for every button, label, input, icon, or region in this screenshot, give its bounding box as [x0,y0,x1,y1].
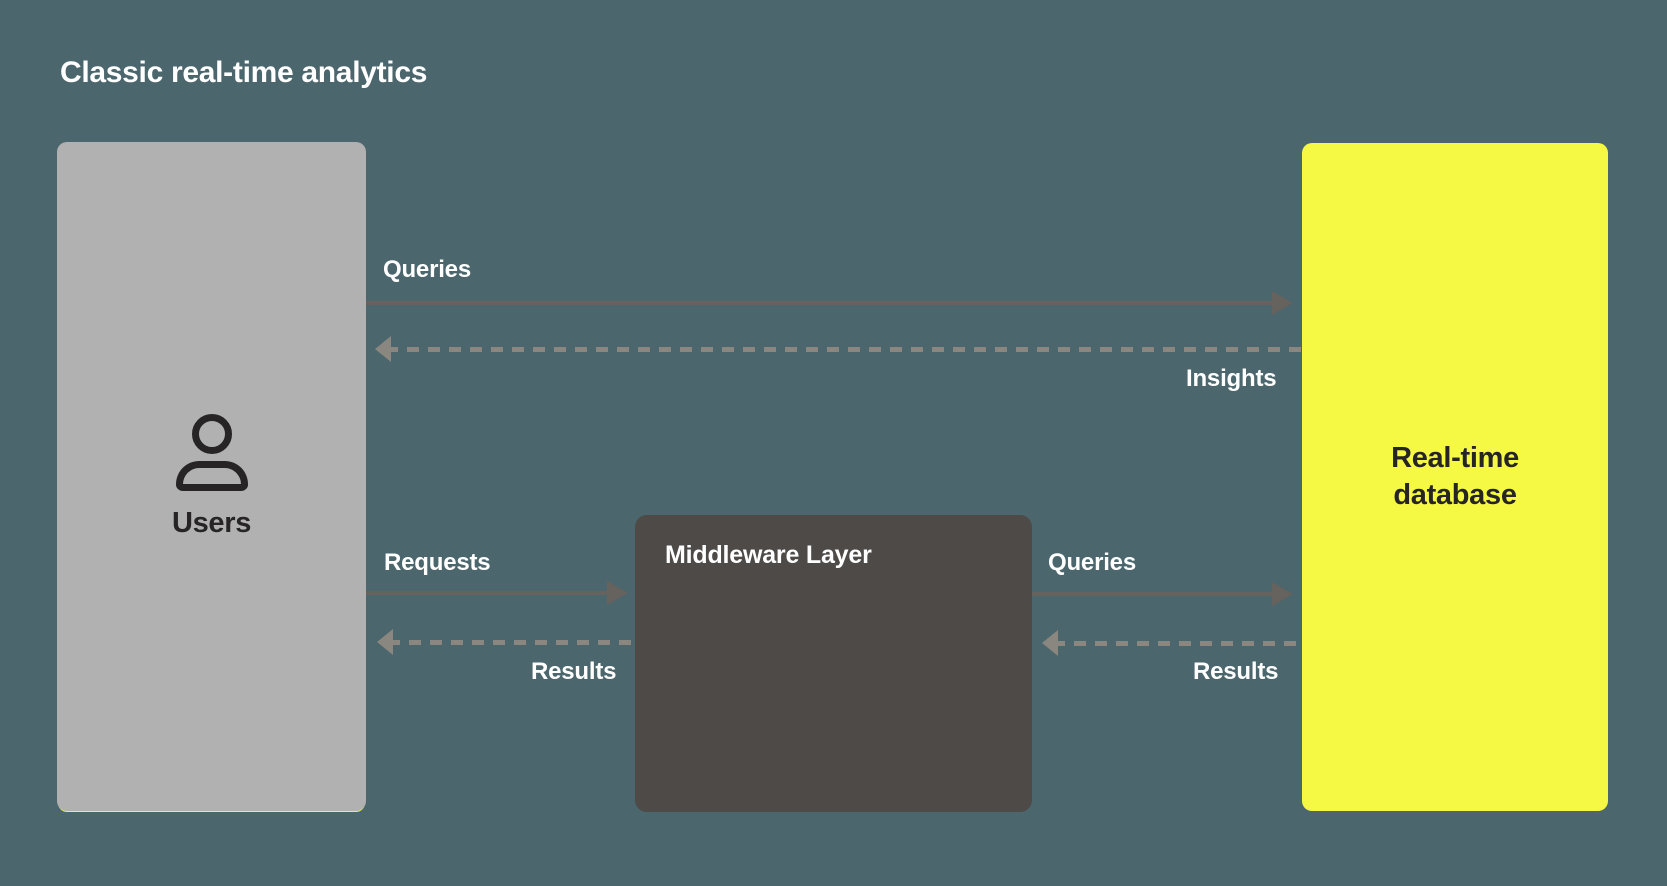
middleware-to-users-arrow-label: Results [531,658,617,685]
middleware-label: Middleware Layer [665,541,872,569]
database-to-users-arrowhead-icon [375,336,391,362]
users-to-database-arrowhead-icon [1272,291,1293,315]
users-to-database-arrow-label: Queries [383,256,471,283]
users-to-middleware-arrowhead-icon [607,581,628,605]
users-label: Users [171,506,252,539]
database-to-middleware-arrowhead-icon [1042,630,1058,656]
middleware-to-database-arrow-label: Queries [1048,549,1136,576]
person-icon-head [191,413,232,454]
middleware-to-database-arrowhead-icon [1272,582,1293,606]
middleware-to-users-arrowhead-icon [377,629,393,655]
users-to-database-arrow-line [366,301,1272,305]
users-to-middleware-arrow-label: Requests [384,549,491,576]
middleware-to-users-arrow-line [388,640,635,645]
database-to-middleware-arrow-line [1053,641,1302,646]
database-node: Real-time database [1302,143,1608,811]
database-label: Real-time database [1391,442,1519,511]
database-to-users-arrow-line [386,347,1302,352]
users-to-middleware-arrow-line [366,591,607,595]
person-icon-body [175,460,248,491]
middleware-to-database-arrow-line [1032,592,1272,596]
middleware-node: Middleware Layer [635,515,1032,812]
page-title: Classic real-time analytics [60,56,428,89]
database-to-users-arrow-label: Insights [1186,365,1277,392]
users-node: Users [57,142,366,811]
database-to-middleware-arrow-label: Results [1193,658,1279,685]
person-icon [175,413,248,491]
